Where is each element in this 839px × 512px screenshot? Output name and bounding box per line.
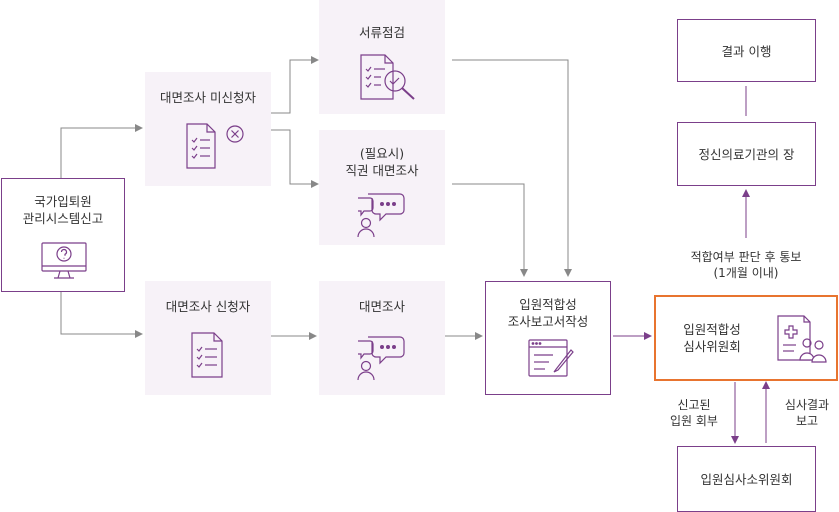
edge-document-check-to-report-writing (452, 59, 572, 277)
document-checklist-icon (191, 332, 223, 378)
edge-label-review-report-line2: 보고 (795, 414, 819, 428)
edge-label-notify-line1: 적합여부 판단 후 통보 (690, 250, 802, 264)
node-requested-label: 대면조사 신청자 (165, 299, 251, 314)
node-committee-line1: 입원적합성 (683, 322, 741, 337)
checklist-magnifier-icon (360, 54, 415, 100)
edge-label-refer-line2: 입원 회부 (670, 414, 718, 428)
edge-not-requested-to-document-check (271, 56, 319, 114)
node-interview: 대면조사 (319, 281, 445, 395)
document-x-icon (186, 123, 244, 169)
edge-report-to-requested (60, 292, 143, 338)
node-document-check-label: 서류점검 (358, 25, 405, 40)
node-follow-result: 결과 이행 (677, 19, 816, 82)
node-committee-line2: 심사위원회 (683, 339, 741, 354)
node-sub-committee: 입원심사소위원회 (677, 446, 816, 512)
medical-people-icon (777, 315, 827, 363)
node-not-requested: 대면조사 미신청자 (145, 72, 271, 186)
node-committee: 입원적합성 심사위원회 (654, 295, 838, 381)
node-sub-committee-label: 입원심사소위원회 (700, 472, 793, 487)
node-not-requested-label: 대면조사 미신청자 (160, 90, 256, 105)
node-ex-officio: (필요시) 직권 대면조사 (319, 130, 445, 245)
edge-not-requested-to-ex-officio (271, 129, 319, 188)
edge-label-refer: 신고된 입원 회부 (659, 397, 729, 429)
edge-report-to-not-requested (60, 124, 143, 178)
person-speech-icon (357, 193, 405, 238)
edge-label-review-report: 심사결과 보고 (772, 397, 839, 429)
node-follow-result-label: 결과 이행 (721, 44, 772, 59)
node-document-check: 서류점검 (319, 0, 445, 114)
node-institution-head-label: 정신의료기관의 장 (698, 147, 795, 162)
node-interview-label: 대면조사 (358, 299, 405, 314)
node-report-system-line1: 국가입퇴원 (34, 194, 92, 209)
node-report-writing: 입원적합성 조사보고서작성 (485, 281, 611, 395)
edge-label-notify-line2: (1개월 이내) (713, 266, 779, 280)
monitor-question-icon (41, 242, 87, 279)
person-speech-icon (357, 336, 405, 381)
node-report-writing-line1: 입원적합성 (519, 297, 577, 312)
edge-ex-officio-to-report-writing (452, 183, 528, 277)
edge-label-review-report-line1: 심사결과 (784, 398, 830, 412)
node-report-system: 국가입퇴원 관리시스템신고 (1, 178, 125, 292)
node-requested: 대면조사 신청자 (145, 281, 271, 395)
node-institution-head: 정신의료기관의 장 (677, 122, 816, 186)
node-report-system-line2: 관리시스템신고 (22, 211, 104, 226)
edge-label-notify: 적합여부 판단 후 통보 (1개월 이내) (676, 249, 816, 281)
node-ex-officio-line2: 직권 대면조사 (345, 163, 419, 178)
form-pen-icon (528, 339, 574, 377)
edge-label-refer-line1: 신고된 (677, 398, 711, 412)
node-report-writing-line2: 조사보고서작성 (507, 314, 589, 329)
node-ex-officio-line1: (필요시) (359, 146, 405, 161)
